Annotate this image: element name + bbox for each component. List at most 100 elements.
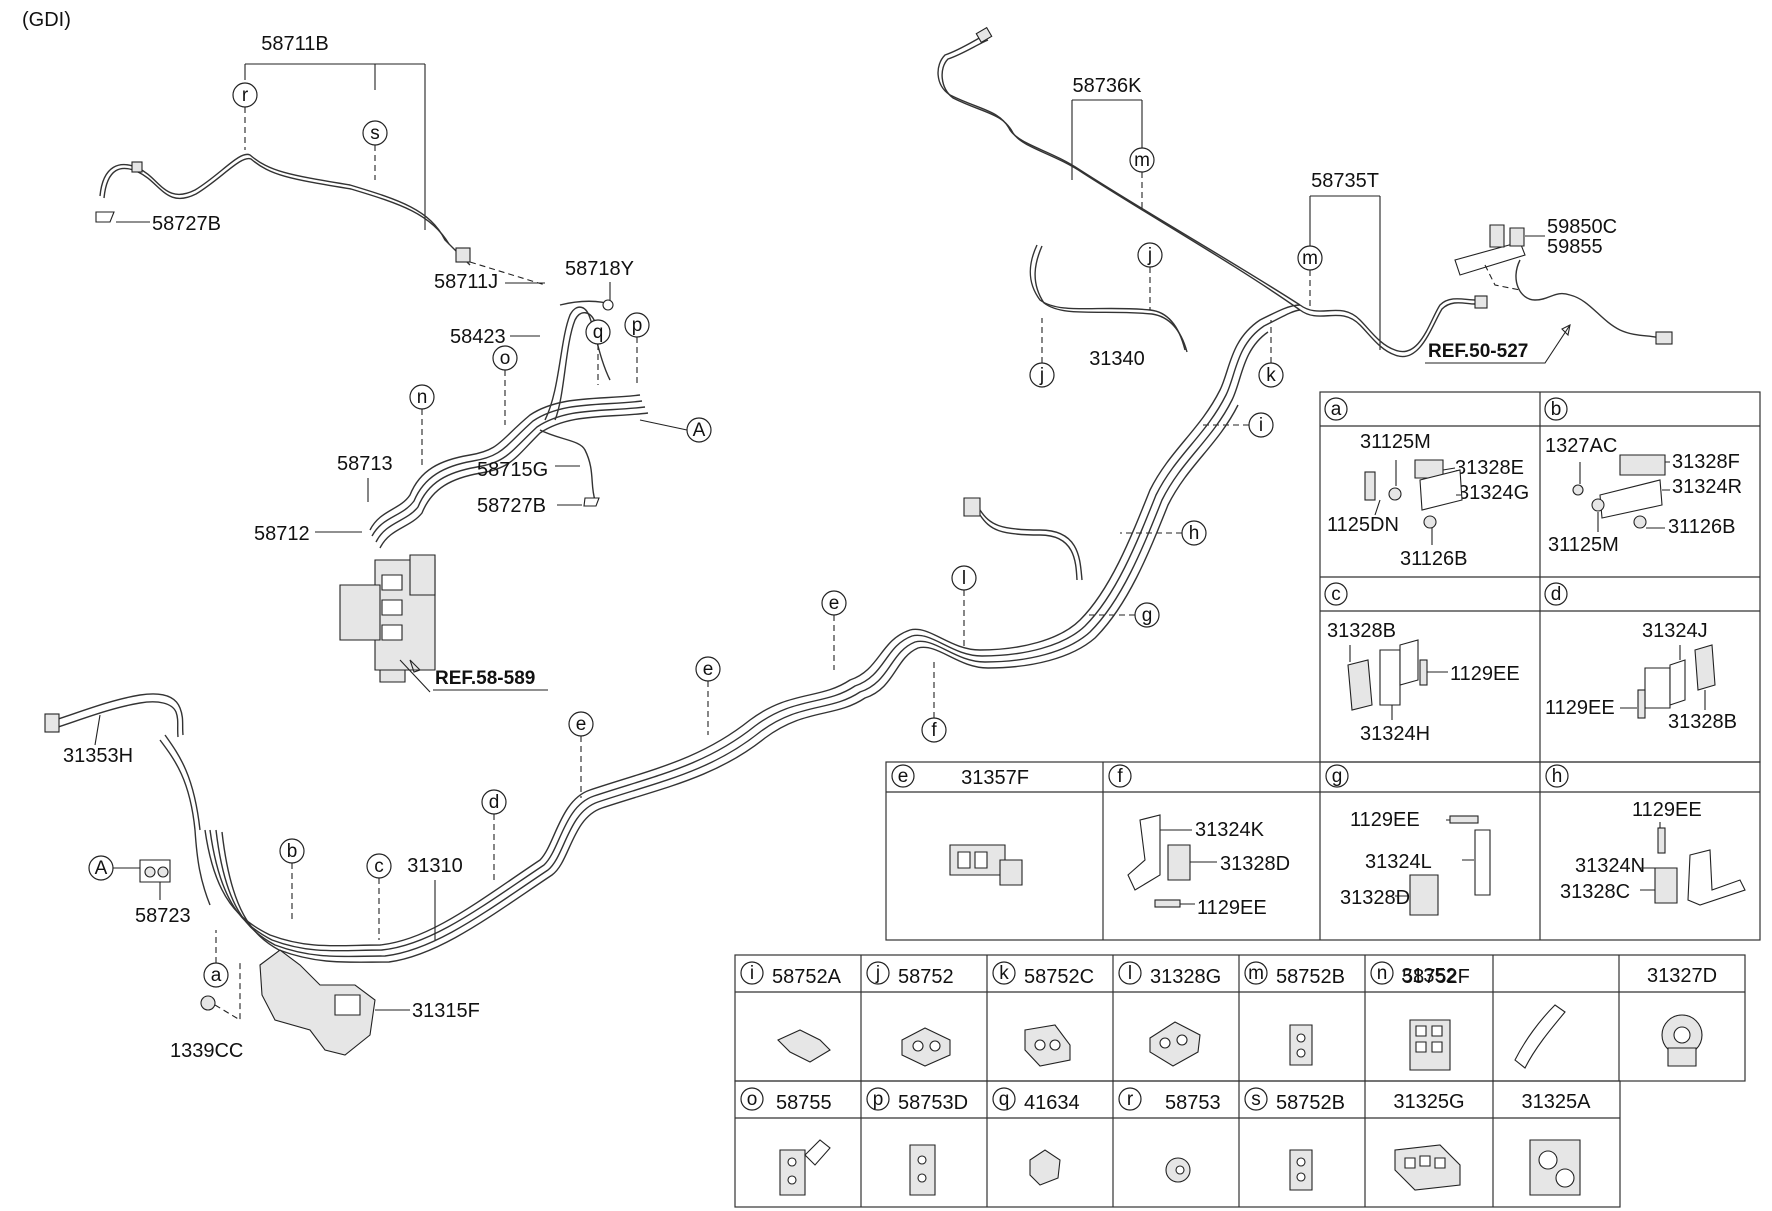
cell-b-letter: b (1551, 399, 1562, 420)
part-label-58711B: 58711B (261, 33, 328, 55)
clip-j-letter: j (875, 963, 880, 984)
part-label-31353H: 31353H (63, 745, 133, 767)
callout-n: n (417, 387, 428, 408)
group-hecu-lines: 58718Y 58711J 58423 o q p n A 58713 5871… (254, 258, 712, 693)
clip-m-part: 58752B (1276, 966, 1345, 988)
table-efgh: e 31357F f 31324K 31328D 1129EE g 1129EE… (885, 761, 1761, 941)
cell-a-part-3: 1125DN (1327, 514, 1399, 536)
callout-e-2: e (703, 659, 714, 680)
cell-c-part-2: 31324H (1360, 723, 1430, 745)
clip-i-letter: i (750, 963, 754, 984)
clip-31352-part: 31352 (1401, 965, 1457, 987)
cell-b-part-4: 31126B (1668, 516, 1735, 538)
callout-a: a (211, 965, 222, 986)
callout-r: r (242, 85, 249, 106)
part-label-1339CC: 1339CC (170, 1040, 243, 1062)
cell-h-letter: h (1552, 766, 1563, 787)
part-label-58423: 58423 (450, 326, 506, 348)
group-main-lines-31310: b c 31310 d e e e l f 31353H A (44, 304, 1301, 1062)
clip-p-letter: p (873, 1089, 884, 1110)
part-label-31315F: 31315F (412, 1000, 480, 1022)
cell-c-part-1: 1129EE (1450, 663, 1520, 685)
part-label-58711J: 58711J (434, 271, 498, 293)
callout-k: k (1266, 365, 1276, 386)
cell-h-part-2: 31328C (1560, 881, 1630, 903)
callout-i: i (1259, 415, 1263, 436)
cell-a-letter: a (1331, 399, 1342, 420)
callout-A-top: A (693, 420, 706, 441)
callout-h: h (1189, 523, 1200, 544)
cell-a-part-2: 31324G (1458, 482, 1529, 504)
part-label-58727B-mid: 58727B (477, 495, 546, 517)
ref-label-50-527: REF.50-527 (1428, 341, 1528, 362)
part-label-58718Y: 58718Y (565, 258, 634, 280)
clip-i-part: 58752A (772, 966, 842, 988)
cell-h-part-0: 1129EE (1632, 799, 1702, 821)
part-label-58715G: 58715G (477, 459, 548, 481)
cell-d-part-2: 31328B (1668, 711, 1737, 733)
part-label-31340: 31340 (1089, 348, 1145, 370)
cell-c-part-0: 31328B (1327, 620, 1396, 642)
cell-g-part-1: 31324L (1365, 851, 1432, 873)
part-label-58727B-top: 58727B (152, 213, 221, 235)
callout-b: b (287, 841, 298, 862)
callout-o: o (500, 348, 511, 369)
part-label-59850C: 59850C (1547, 216, 1617, 238)
callout-j-1: j (1147, 245, 1152, 266)
part-label-58712: 58712 (254, 523, 310, 545)
variant-label: (GDI) (22, 9, 71, 31)
cell-d-part-0: 31324J (1642, 620, 1708, 642)
clip-l-part: 31328G (1150, 966, 1221, 988)
clip-m-letter: m (1248, 963, 1264, 984)
callout-p: p (632, 315, 643, 336)
cell-f-part-0: 31324K (1195, 819, 1265, 841)
part-label-58723: 58723 (135, 905, 191, 927)
clip-n-part: 58752F (1402, 966, 1470, 988)
cell-b-part-2: 31324R (1672, 476, 1742, 498)
callout-g: g (1142, 605, 1153, 626)
clip-31325G-part: 31325G (1393, 1091, 1464, 1113)
callout-d: d (489, 792, 500, 813)
cell-g-part-2: 31328D (1340, 887, 1410, 909)
callout-m-1: m (1134, 150, 1150, 171)
callout-f: f (931, 720, 937, 741)
clip-q-letter: q (999, 1089, 1010, 1110)
clip-31327D-part: 31327D (1647, 965, 1717, 987)
clip-k-letter: k (999, 963, 1009, 984)
callout-A-bottom: A (95, 858, 108, 879)
callout-j-2: j (1039, 365, 1044, 386)
clip-n-letter: n (1377, 963, 1388, 984)
cell-f-part-2: 1129EE (1197, 897, 1267, 919)
clip-k-part: 58752C (1024, 966, 1094, 988)
clip-j-part: 58752 (898, 966, 954, 988)
cell-a-part-4: 31126B (1400, 548, 1467, 570)
callout-m-2: m (1302, 248, 1318, 269)
part-label-31310: 31310 (407, 855, 463, 877)
cell-a-part-1: 31328E (1455, 457, 1524, 479)
cell-f-letter: f (1117, 766, 1123, 787)
cell-e-part: 31357F (961, 767, 1029, 789)
group-front-lines: 58736K m 58735T m 59850C 59855 REF.50-52… (937, 26, 1673, 628)
clip-s-part: 58752B (1276, 1092, 1345, 1114)
cell-h-part-1: 31324N (1575, 855, 1645, 877)
part-label-59855: 59855 (1547, 236, 1603, 258)
part-label-58713: 58713 (337, 453, 393, 475)
clip-r-letter: r (1127, 1089, 1134, 1110)
cell-f-part-1: 31328D (1220, 853, 1290, 875)
cell-b-part-1: 31328F (1672, 451, 1740, 473)
cell-b-part-0: 1327AC (1545, 435, 1617, 457)
group-58711B: 58711B r s 58727B (95, 33, 546, 286)
clip-s-letter: s (1251, 1089, 1261, 1110)
part-label-58735T: 58735T (1311, 170, 1379, 192)
cell-g-letter: g (1332, 766, 1343, 787)
cell-a-part-0: 31125M (1360, 431, 1431, 453)
cell-g-part-0: 1129EE (1350, 809, 1420, 831)
clip-table: i 58752A j 58752 k 58752C l 31328G m 587… (734, 954, 1746, 1208)
callout-l: l (962, 568, 966, 589)
part-label-58736K: 58736K (1073, 75, 1143, 97)
callout-s: s (370, 123, 380, 144)
clip-31325A-part: 31325A (1522, 1091, 1592, 1113)
callout-e-1: e (576, 714, 587, 735)
cell-d-part-1: 1129EE (1545, 697, 1615, 719)
